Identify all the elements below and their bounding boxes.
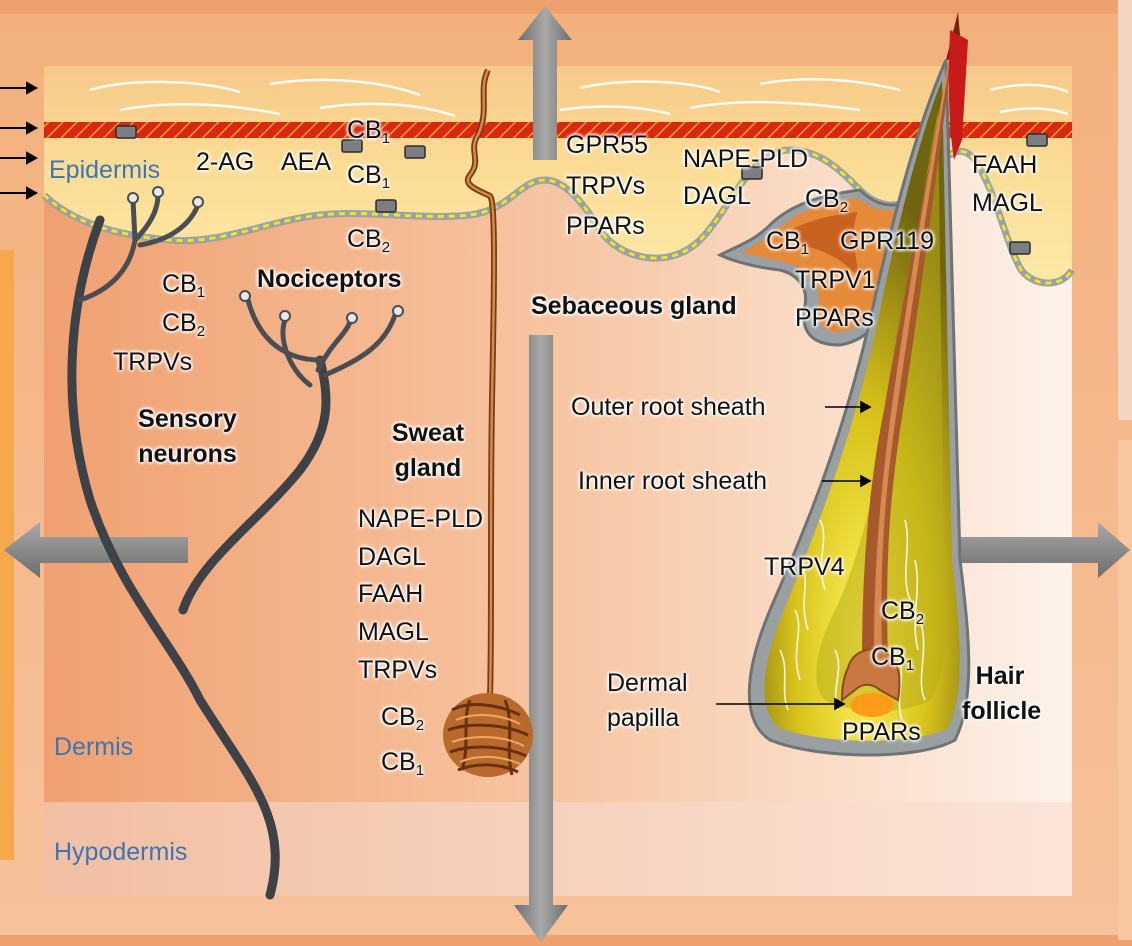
sweat-dagl: DAGL [358,543,427,571]
sweat-magl: MAGL [358,618,429,646]
hair-ppars: PPARs [842,718,921,746]
epidermis-label: Epidermis [49,156,161,184]
sebaceous-nape-pld: NAPE-PLD [683,145,809,173]
gpr119-label: GPR119 [840,227,935,255]
right-faah-label: FAAH [972,151,1038,179]
cb1-epidermis-a: CB1 [347,116,391,147]
gpr55-label: GPR55 [566,131,648,159]
hypodermis-label: Hypodermis [54,838,188,866]
sebaceous-ppars: PPARs [795,304,874,332]
sebaceous-cb2: CB2 [805,185,849,216]
sensory-cb2: CB2 [162,309,206,340]
cb2-epidermis: CB2 [347,225,391,256]
cb1-epidermis-b: CB1 [347,161,391,192]
hair-cb1: CB1 [871,643,915,674]
outer-root-sheath-label: Outer root sheath [571,393,766,421]
sebaceous-cb1: CB1 [766,227,810,258]
sebaceous-dagl: DAGL [683,182,752,210]
sebaceous-gland-title: Sebaceous gland [531,292,737,320]
sensory-trpvs: TRPVs [113,348,193,376]
sweat-trpvs: TRPVs [358,656,438,684]
aea-label: AEA [281,148,332,176]
two-ag-label: 2-AG [196,148,255,176]
inner-root-sheath-label: Inner root sheath [578,467,768,495]
sensory-cb1: CB1 [162,270,206,301]
sweat-cb2: CB2 [381,703,425,734]
center-ppars-label: PPARs [566,212,645,240]
hair-cb2: CB2 [881,597,925,628]
right-magl-label: MAGL [972,189,1043,217]
sweat-nape-pld: NAPE-PLD [358,505,484,533]
trpv1-label: TRPV1 [795,266,876,294]
center-trpvs-label: TRPVs [566,172,646,200]
dermis-label: Dermis [54,733,134,761]
nociceptors-label: Nociceptors [257,265,402,293]
trpv4-label: TRPV4 [764,553,845,581]
sweat-faah: FAAH [358,580,424,608]
sweat-cb1: CB1 [381,748,425,779]
